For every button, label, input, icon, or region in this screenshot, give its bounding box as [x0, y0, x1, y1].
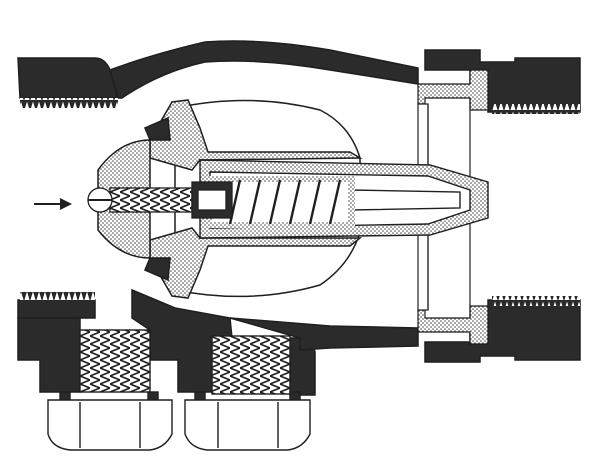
inlet-thread-lower [20, 292, 95, 302]
test-port-right [184, 335, 311, 451]
flow-arrow [34, 198, 72, 210]
outlet-thread-lower [492, 296, 580, 306]
outlet-thread-upper [492, 104, 580, 114]
test-port-left [47, 329, 173, 451]
valve-body [17, 40, 581, 396]
inlet-thread [20, 98, 118, 108]
adjusting-screw [87, 181, 233, 219]
